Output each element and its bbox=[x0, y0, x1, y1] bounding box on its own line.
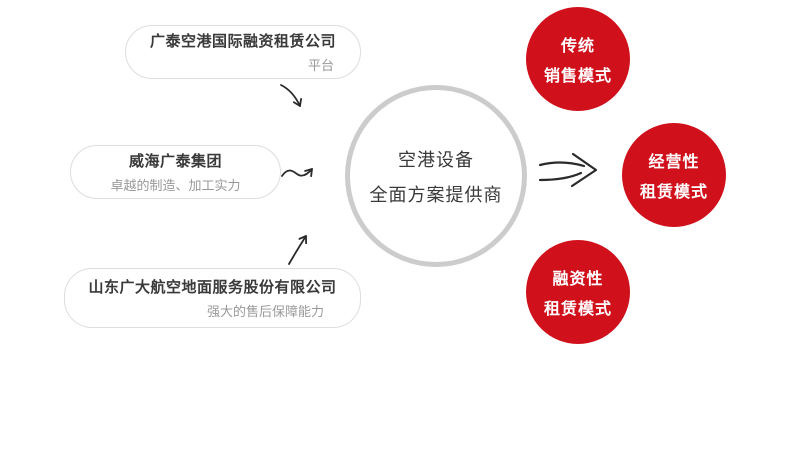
source-subtitle: 卓越的制造、加工实力 bbox=[110, 178, 241, 193]
source-title: 威海广泰集团 bbox=[128, 153, 222, 170]
mode-line1: 融资性 bbox=[552, 271, 604, 288]
arrow-middle-to-center-icon bbox=[281, 168, 313, 178]
mode-line1: 传统 bbox=[560, 38, 595, 55]
mode-circle-operating-lease: 经营性 租赁模式 bbox=[622, 123, 726, 227]
source-box-leasing-company: 广泰空港国际融资租赁公司 平台 bbox=[125, 25, 361, 79]
arrow-top-to-center-icon bbox=[280, 84, 302, 107]
mode-line2: 租赁模式 bbox=[639, 184, 708, 201]
double-arrow-to-modes-icon bbox=[538, 152, 598, 188]
source-box-guangtai-group: 威海广泰集团 卓越的制造、加工实力 bbox=[70, 145, 281, 199]
source-title: 广泰空港国际融资租赁公司 bbox=[149, 33, 336, 50]
source-title: 山东广大航空地面服务股份有限公司 bbox=[88, 279, 337, 296]
mode-line1: 经营性 bbox=[648, 154, 700, 171]
mode-circle-finance-lease: 融资性 租赁模式 bbox=[526, 240, 630, 344]
source-box-ground-service: 山东广大航空地面服务股份有限公司 强大的售后保障能力 bbox=[64, 268, 361, 328]
center-line1: 空港设备 bbox=[398, 149, 474, 170]
arrow-bottom-to-center-icon bbox=[288, 235, 308, 265]
center-line2: 全面方案提供商 bbox=[369, 184, 503, 205]
mode-circle-traditional-sales: 传统 销售模式 bbox=[526, 7, 630, 111]
source-subtitle: 强大的售后保障能力 bbox=[206, 304, 324, 319]
mode-line2: 销售模式 bbox=[543, 68, 612, 85]
center-provider-circle: 空港设备 全面方案提供商 bbox=[345, 85, 527, 267]
source-subtitle: 平台 bbox=[307, 58, 334, 73]
mode-line2: 租赁模式 bbox=[543, 301, 612, 318]
